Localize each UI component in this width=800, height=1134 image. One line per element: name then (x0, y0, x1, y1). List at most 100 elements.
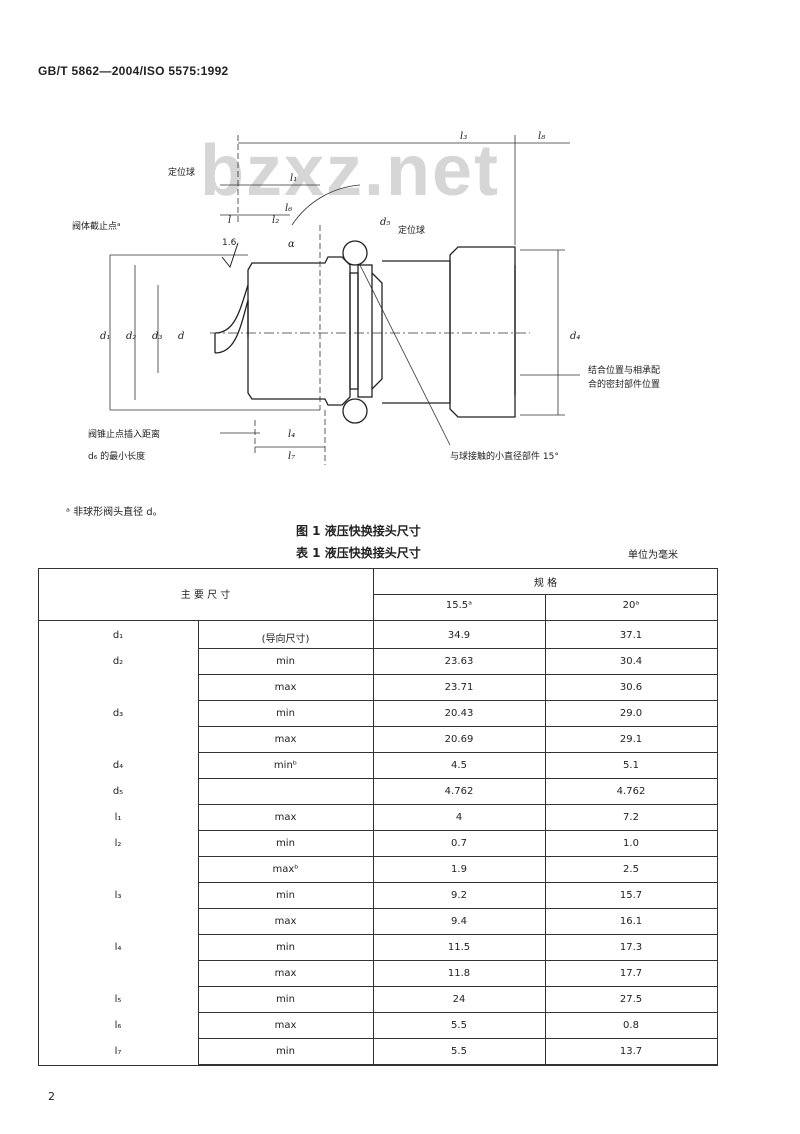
label-lock-ball: 定位球 (398, 224, 425, 236)
row-divider (198, 648, 718, 649)
label-valve-stop: 阀锥止点插入距离 (88, 428, 160, 440)
cell-symbol: l₅ (114, 994, 122, 1005)
cell-value-15-5: 4 (455, 812, 463, 823)
cell-value-20: 30.6 (619, 682, 643, 693)
label-valve-note: 阀体截止点ᵃ (72, 220, 121, 232)
row-divider (198, 700, 718, 701)
header-main-dimensions: 主 要 尺 寸 (180, 590, 231, 601)
page-number: 2 (48, 1090, 55, 1103)
coupling-dimension-drawing: l₃ l₈ l₁ l₆ l l₂ l₄ l₇ d₁ d₂ d₃ d d₄ d₅ … (72, 131, 660, 465)
cell-value-20: 2.5 (623, 864, 639, 875)
cell-value-15-5: 11.5 (447, 942, 471, 953)
cell-value-20: 5.1 (623, 760, 639, 771)
row-divider (198, 908, 718, 909)
cell-value-20: 17.3 (619, 942, 643, 953)
row-divider (198, 726, 718, 727)
cell-qualifier: min (276, 1046, 295, 1057)
row-divider (198, 778, 718, 779)
label-d1: d₁ (100, 331, 110, 342)
label-mating-note-2: 合的密封部件位置 (588, 378, 660, 390)
label-d2: d₂ (126, 331, 136, 342)
cell-value-15-5: 0.7 (451, 838, 467, 849)
cell-value-20: 1.0 (623, 838, 639, 849)
cell-value-15-5: 11.8 (447, 968, 471, 979)
cell-value-20: 29.0 (619, 708, 643, 719)
row-divider (198, 856, 718, 857)
cell-symbol: l₂ (114, 838, 122, 849)
label-d: d (178, 331, 184, 342)
row-divider (198, 934, 718, 935)
cell-value-20: 0.8 (623, 1020, 639, 1031)
cell-qualifier: max (274, 916, 297, 927)
cell-value-15-5: 20.43 (444, 708, 474, 719)
cell-qualifier: max (274, 812, 297, 823)
header-spec-20: 20ᵃ (622, 600, 640, 611)
cell-qualifier: max (274, 682, 297, 693)
header-spec-15-5: 15.5ᵃ (445, 600, 473, 611)
cell-value-15-5: 23.71 (444, 682, 474, 693)
header-spec: 规 格 (533, 578, 558, 589)
row-divider (198, 674, 718, 675)
cell-value-20: 17.7 (619, 968, 643, 979)
label-lock-ball-pos: 定位球 (168, 166, 195, 178)
cell-symbol: d₂ (112, 656, 124, 667)
row-divider (198, 830, 718, 831)
row-divider (198, 1038, 718, 1039)
label-alpha: α (288, 239, 295, 250)
cell-qualifier: max (274, 1020, 297, 1031)
row-divider (198, 960, 718, 961)
label-ball-note: 与球接触的小直径部件 15° (450, 450, 559, 462)
label-l: l (228, 215, 231, 226)
label-l3: l₃ (460, 131, 467, 142)
label-mating-note-1: 结合位置与相承配 (588, 364, 660, 376)
cell-symbol: l₇ (114, 1046, 122, 1057)
cell-value-15-5: 1.9 (451, 864, 467, 875)
cell-qualifier: maxᵇ (272, 864, 299, 875)
cell-qualifier: max (274, 968, 297, 979)
cell-qualifier: min (276, 994, 295, 1005)
cell-value-20: 27.5 (619, 994, 643, 1005)
row-divider (198, 986, 718, 987)
row-divider (198, 1064, 718, 1065)
cell-qualifier: max (274, 734, 297, 745)
cell-qualifier: min (276, 942, 295, 953)
watermark: bzxz.net (200, 131, 501, 211)
row-divider (198, 752, 718, 753)
cell-value-15-5: 4.5 (451, 760, 467, 771)
label-l6: l₆ (285, 203, 292, 214)
cell-value-20: 7.2 (623, 812, 639, 823)
cell-value-15-5: 24 (452, 994, 466, 1005)
cell-qualifier: min (276, 656, 295, 667)
label-d3: d₃ (152, 331, 162, 342)
label-l4: l₄ (288, 429, 295, 440)
row-divider (198, 1012, 718, 1013)
standard-header: GB/T 5862—2004/ISO 5575:1992 (38, 64, 229, 78)
cell-symbol: d₄ (112, 760, 124, 771)
label-l2: l₂ (272, 215, 279, 226)
cell-symbol: l₁ (114, 812, 122, 823)
label-d4: d₄ (570, 331, 580, 342)
cell-value-20: 13.7 (619, 1046, 643, 1057)
cell-value-15-5: 5.5 (451, 1020, 467, 1031)
label-l1: l₁ (290, 173, 297, 184)
cell-value-15-5: 34.9 (447, 630, 471, 641)
cell-qualifier: (导向尺寸) (261, 634, 310, 645)
label-l7: l₇ (288, 451, 295, 462)
cell-qualifier: min (276, 708, 295, 719)
cell-value-15-5: 23.63 (444, 656, 474, 667)
cell-value-20: 4.762 (616, 786, 646, 797)
cell-value-20: 29.1 (619, 734, 643, 745)
row-divider (198, 804, 718, 805)
cell-symbol: d₃ (112, 708, 124, 719)
table-title: 表 1 液压快换接头尺寸 (296, 546, 421, 560)
cell-value-20: 16.1 (619, 916, 643, 927)
cell-value-20: 30.4 (619, 656, 643, 667)
cell-symbol: l₃ (114, 890, 122, 901)
cell-value-15-5: 5.5 (451, 1046, 467, 1057)
cell-symbol: l₆ (114, 1020, 122, 1031)
cell-value-20: 15.7 (619, 890, 643, 901)
cell-symbol: d₅ (112, 786, 124, 797)
label-min-insert: d₆ 的最小长度 (88, 450, 145, 462)
cell-symbol: d₁ (112, 630, 124, 641)
